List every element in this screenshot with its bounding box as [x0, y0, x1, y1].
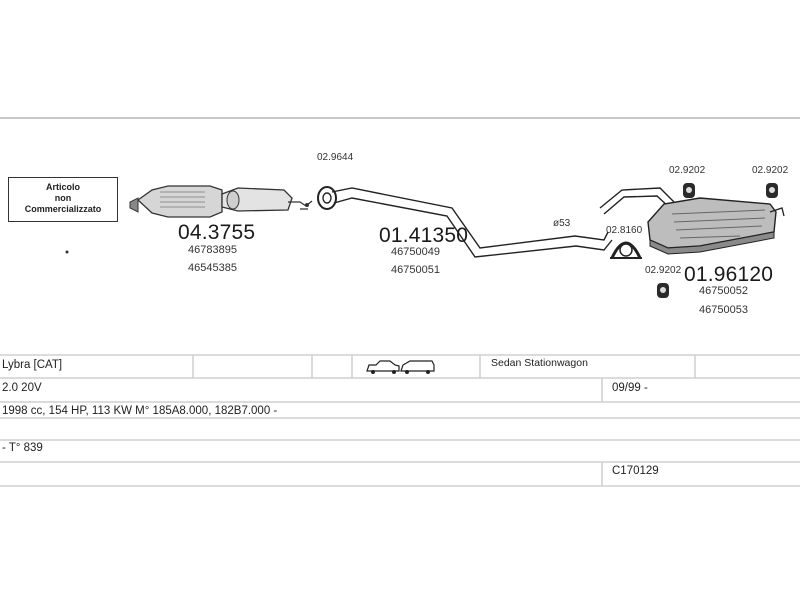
catalytic-converter-drawing	[129, 185, 313, 218]
rubber-mount-bottom-drawing	[657, 283, 669, 298]
intermediate-pipe-drawing	[331, 187, 613, 258]
part-ref-pipe-1: 46750049	[391, 246, 440, 258]
marker-dot	[65, 250, 69, 254]
table-engine: 2.0 20V	[2, 382, 42, 394]
fitting-code-mount-3[interactable]: 02.9202	[645, 265, 682, 276]
table-type-number: - T° 839	[2, 442, 43, 454]
part-ref-pipe-2: 46750051	[391, 264, 440, 276]
table-model: Lybra [CAT]	[2, 359, 63, 371]
stationwagon-car-icon	[400, 360, 435, 374]
spec-table-grid	[0, 354, 800, 487]
clamp-02-9644-drawing	[317, 186, 337, 210]
not-commercialized-box: Articolo non Commercializzato	[8, 177, 118, 222]
part-ref-muffler-1: 46750052	[699, 285, 748, 297]
part-ref-muffler-2: 46750053	[699, 304, 748, 316]
fitting-code-clamp[interactable]: 02.9644	[317, 152, 354, 163]
sedan-car-icon	[366, 360, 400, 374]
table-specs: 1998 cc, 154 HP, 113 KW M° 185A8.000, 18…	[2, 405, 278, 417]
part-code-catalyst[interactable]: 04.3755	[178, 221, 256, 244]
fitting-code-mount-2[interactable]: 02.9202	[752, 165, 789, 176]
box-line-1: Articolo	[45, 182, 80, 192]
rear-muffler-drawing	[599, 187, 785, 255]
part-ref-catalyst-2: 46545385	[188, 262, 237, 274]
rubber-mount-right-1-drawing	[683, 183, 695, 198]
part-code-rear-muffler[interactable]: 01.96120	[684, 263, 774, 286]
part-ref-catalyst-1: 46783895	[188, 244, 237, 256]
fitting-code-mount-1[interactable]: 02.9202	[669, 165, 706, 176]
table-date: 09/99 -	[612, 382, 648, 394]
rubber-mount-right-2-drawing	[766, 183, 778, 198]
box-line-3: Commercializzato	[24, 204, 102, 214]
table-catalog-number: C170129	[612, 465, 659, 477]
fitting-code-hanger[interactable]: 02.8160	[606, 225, 643, 236]
box-line-2: non	[54, 193, 72, 203]
pipe-diameter-label: ø53	[553, 218, 571, 229]
table-body-types: Sedan Stationwagon	[491, 357, 588, 369]
part-code-intermediate-pipe[interactable]: 01.41350	[379, 224, 469, 247]
hanger-02-8160-drawing	[610, 241, 642, 259]
